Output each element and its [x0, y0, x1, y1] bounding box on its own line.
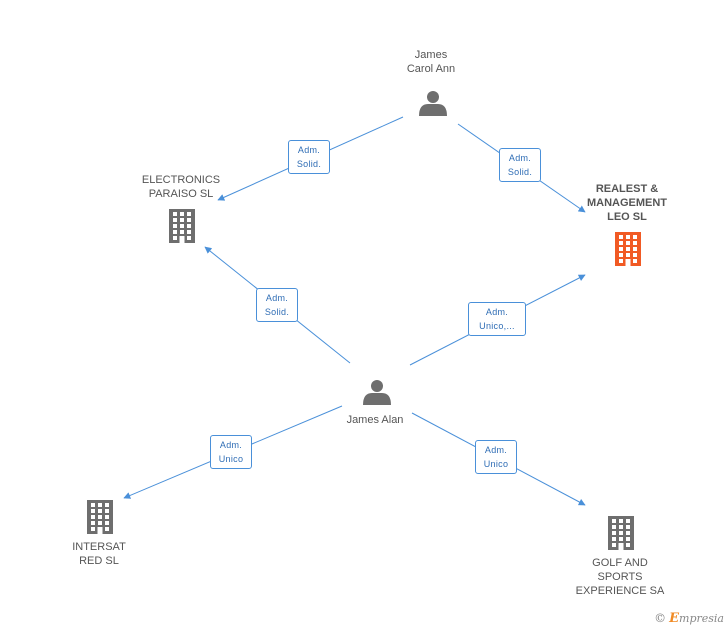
edge-label-carol-realest[interactable]: Adm. Solid.: [499, 148, 541, 182]
building-icon-electronics[interactable]: [169, 209, 195, 243]
node-label-line: Carol Ann: [406, 63, 456, 75]
brand-name: mpresia: [679, 612, 724, 625]
edge-label-carol-electronics[interactable]: Adm. Solid.: [288, 140, 330, 174]
edge-label-alan-golf[interactable]: Adm. Unico: [475, 440, 517, 474]
edge-label-line: Adm.: [484, 445, 508, 455]
edge-label-line: Unico: [218, 454, 244, 464]
node-label-line: MANAGEMENT: [586, 197, 668, 209]
node-label-line: James Alan: [346, 414, 404, 426]
node-label-james-alan[interactable]: James Alan: [347, 413, 404, 427]
brand-logo: ©Empresia: [654, 611, 724, 626]
edge-label-alan-electronics[interactable]: Adm. Solid.: [256, 288, 298, 322]
copyright-symbol: ©: [654, 611, 667, 625]
node-label-line: REALEST &: [595, 183, 659, 195]
edge-label-line: Solid.: [264, 307, 290, 317]
node-label-line: SPORTS: [597, 571, 643, 583]
edge-label-line: Adm.: [508, 153, 532, 163]
node-label-intersat[interactable]: INTERSAT RED SL: [72, 540, 126, 568]
brand-initial: E: [669, 611, 680, 626]
edge-label-line: Adm.: [485, 307, 509, 317]
node-label-line: ELECTRONICS: [141, 174, 221, 186]
building-icon-realest[interactable]: [615, 232, 641, 266]
edge-label-line: Unico,...: [479, 321, 515, 331]
node-label-line: EXPERIENCE SA: [575, 585, 665, 597]
edge-label-line: Adm.: [297, 145, 321, 155]
node-label-line: GOLF AND: [592, 557, 648, 569]
edge-label-alan-intersat[interactable]: Adm. Unico: [210, 435, 252, 469]
edge-label-line: Solid.: [296, 159, 322, 169]
node-label-line: James: [414, 49, 448, 61]
edge-label-line: Adm.: [219, 440, 243, 450]
node-label-golf[interactable]: GOLF AND SPORTS EXPERIENCE SA: [576, 556, 665, 598]
edge-label-alan-realest[interactable]: Adm. Unico,...: [468, 302, 526, 336]
node-label-realest[interactable]: REALEST & MANAGEMENT LEO SL: [587, 182, 667, 224]
building-icon-intersat[interactable]: [87, 500, 113, 534]
person-icon-james-alan[interactable]: [363, 380, 391, 405]
node-label-line: INTERSAT: [72, 541, 126, 553]
node-label-line: RED SL: [79, 555, 119, 567]
node-label-james-carol[interactable]: James Carol Ann: [407, 48, 455, 76]
edge-label-line: Adm.: [265, 293, 289, 303]
node-label-line: LEO SL: [607, 211, 647, 223]
node-label-line: PARAISO SL: [148, 188, 214, 200]
edge-label-line: Unico: [483, 459, 509, 469]
node-label-electronics[interactable]: ELECTRONICS PARAISO SL: [142, 173, 220, 201]
person-icon-james-carol[interactable]: [419, 91, 447, 116]
building-icon-golf[interactable]: [608, 516, 634, 550]
edge-label-line: Solid.: [507, 167, 533, 177]
